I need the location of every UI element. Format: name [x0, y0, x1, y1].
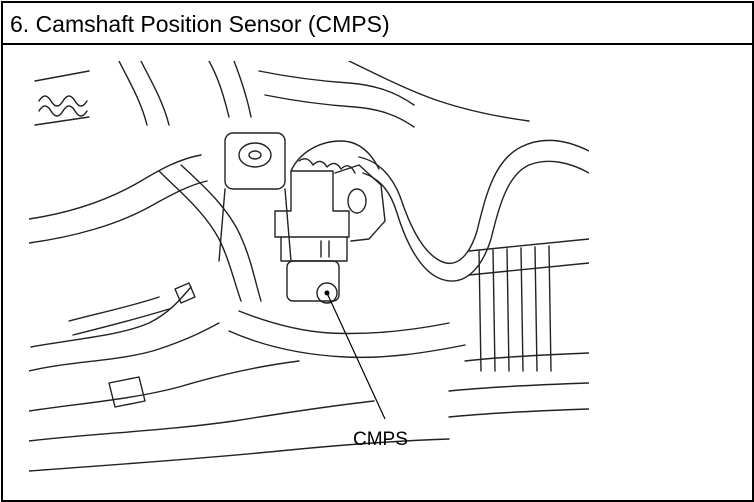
- small-fitting: [108, 376, 146, 408]
- housing-outline: [448, 382, 589, 418]
- cmps-connector: [274, 170, 350, 238]
- hose-outline: [68, 296, 170, 336]
- bracket-outline: [34, 70, 90, 126]
- hose-clamp: [174, 282, 196, 304]
- connector-detail: [320, 240, 330, 258]
- bolt-head: [248, 150, 262, 160]
- spring-coil: [38, 95, 88, 107]
- pipe-outline: [258, 70, 415, 106]
- casting-edge: [218, 188, 292, 262]
- connector-boot-ribs: [298, 158, 356, 174]
- pipe-outline: [118, 61, 170, 126]
- bolt-hole: [238, 142, 272, 168]
- mount-boss: [224, 132, 286, 190]
- pipe-outline: [208, 61, 252, 118]
- engine-outline: [29, 400, 375, 442]
- casting-edge: [228, 330, 466, 359]
- casting-edge: [238, 310, 450, 335]
- connector-boot: [290, 140, 380, 172]
- wiring-harness: [362, 160, 589, 282]
- header-bar: 6. Camshaft Position Sensor (CMPS): [3, 3, 752, 45]
- fin-outline: [468, 238, 589, 276]
- fin-outline: [464, 352, 589, 362]
- wiring-harness: [358, 139, 589, 264]
- bracket-hole: [347, 188, 367, 214]
- engine-outline: [29, 438, 450, 472]
- engine-line-drawing: CMPS: [29, 61, 589, 472]
- hose-outline: [29, 180, 208, 244]
- callout-leader-line: [326, 292, 386, 420]
- spring-coil: [38, 105, 88, 117]
- engine-outline: [30, 286, 192, 348]
- pipe-outline: [264, 94, 415, 128]
- engine-outline: [29, 360, 300, 412]
- hose-outline: [29, 154, 202, 220]
- hose-outline: [180, 164, 262, 302]
- cmps-sensor-body: [286, 260, 340, 302]
- callout-leader-dot: [324, 290, 330, 296]
- hose-outline: [158, 170, 242, 302]
- sensor-bracket: [334, 164, 386, 242]
- engine-outline: [29, 322, 220, 372]
- cmps-sensor-bolt: [316, 282, 338, 304]
- radiator-fins: [478, 245, 552, 372]
- engine-illustration: CMPS: [29, 61, 589, 489]
- cmps-callout-label: CMPS: [353, 429, 408, 450]
- page-title: 6. Camshaft Position Sensor (CMPS): [10, 11, 390, 37]
- pipe-outline: [348, 61, 530, 122]
